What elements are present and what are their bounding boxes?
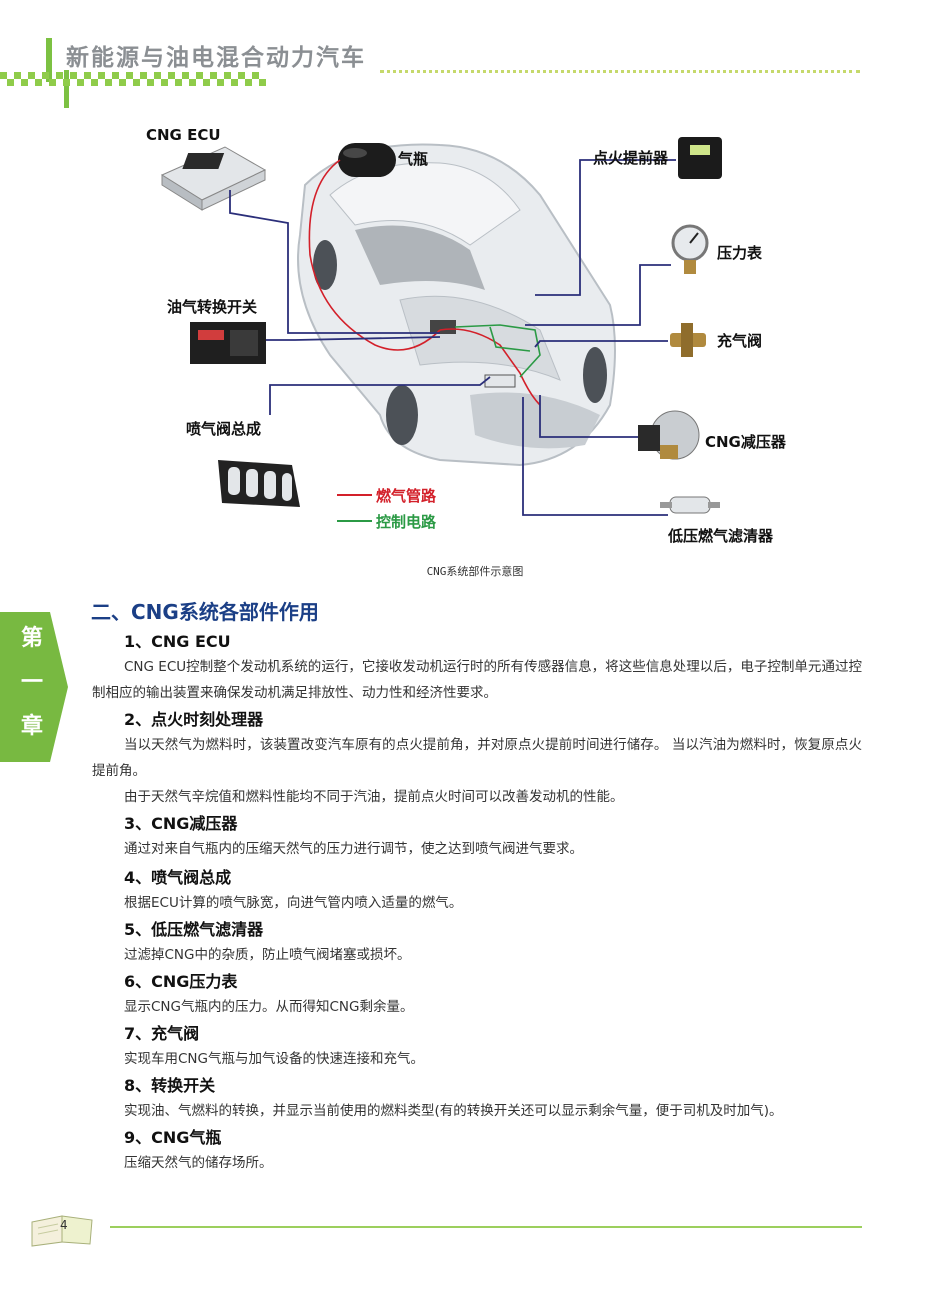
label-cng-reducer: CNG减压器 [705, 433, 786, 451]
cng-system-diagram: CNG ECU 气瓶 点火提前器 压力表 油气转换开关 充气阀 喷气阀总成 CN… [140, 115, 830, 560]
label-gas-filter: 低压燃气滤清器 [668, 527, 774, 545]
header-title: 新能源与油电混合动力汽车 [66, 45, 366, 71]
label-fill-valve: 充气阀 [717, 332, 763, 350]
header-checker-pattern [0, 72, 266, 86]
item-paragraph: 实现油、气燃料的转换，并显示当前使用的燃料类型(有的转换开关还可以显示剩余气量，… [124, 1103, 783, 1119]
item-9: 9、CNG气瓶 压缩天然气的储存场所。 [92, 1126, 862, 1176]
label-fuel-switch: 油气转换开关 [167, 298, 258, 316]
item-paragraph: 实现车用CNG气瓶与加气设备的快速连接和充气。 [124, 1051, 424, 1067]
legend-control-line: 控制电路 [376, 513, 437, 531]
footer-rule [110, 1226, 862, 1228]
fuel-switch-icon [190, 322, 266, 364]
fill-valve-icon [670, 323, 706, 357]
item-paragraph: 当以天然气为燃料时，该装置改变汽车原有的点火提前角，并对原点火提前时间进行储存。… [92, 737, 862, 779]
item-paragraph: 通过对来自气瓶内的压缩天然气的压力进行调节，使之达到喷气阀进气要求。 [124, 841, 583, 857]
item-title: 6、CNG压力表 [124, 972, 238, 991]
chapter-tab [0, 612, 70, 762]
item-2: 2、点火时刻处理器 当以天然气为燃料时，该装置改变汽车原有的点火提前角，并对原点… [92, 708, 862, 810]
item-4: 4、喷气阀总成 根据ECU计算的喷气脉宽，向进气管内喷入适量的燃气。 [92, 866, 862, 916]
item-paragraph: 压缩天然气的储存场所。 [124, 1155, 273, 1171]
item-paragraph: 由于天然气辛烷值和燃料性能均不同于汽油，提前点火时间可以改善发动机的性能。 [124, 789, 624, 805]
item-paragraph: 根据ECU计算的喷气脉宽，向进气管内喷入适量的燃气。 [124, 895, 463, 911]
pressure-gauge-icon [671, 224, 709, 274]
engine-module-icon [430, 320, 456, 334]
chapter-char-2: 一 [20, 670, 43, 695]
label-ignition-advancer: 点火提前器 [593, 149, 669, 167]
legend-gas-line: 燃气管路 [376, 487, 437, 505]
item-title: 1、CNG ECU [124, 632, 231, 651]
ignition-advancer-icon [678, 137, 722, 179]
item-1: 1、CNG ECU CNG ECU控制整个发动机系统的运行，它接收发动机运行时的… [92, 630, 862, 706]
car-illustration [297, 143, 616, 467]
item-title: 4、喷气阀总成 [124, 868, 232, 887]
pressure-reducer-icon [638, 410, 700, 460]
item-title: 5、低压燃气滤清器 [124, 920, 264, 939]
gas-line-path [308, 159, 541, 406]
item-8: 8、转换开关 实现油、气燃料的转换，并显示当前使用的燃料类型(有的转换开关还可以… [92, 1074, 862, 1124]
section-title: 二、CNG系统各部件作用 [91, 600, 319, 624]
chapter-tab-label: 第 一 章 [12, 620, 52, 740]
item-title: 3、CNG减压器 [124, 814, 238, 833]
gas-cylinder-icon [338, 143, 396, 177]
item-paragraph: 过滤掉CNG中的杂质，防止喷气阀堵塞或损坏。 [124, 947, 411, 963]
diagram-drawing [160, 137, 722, 522]
label-cng-ecu: CNG ECU [146, 126, 221, 144]
injector-rail-icon [218, 460, 300, 507]
label-gas-cylinder: 气瓶 [398, 150, 429, 168]
item-5: 5、低压燃气滤清器 过滤掉CNG中的杂质，防止喷气阀堵塞或损坏。 [92, 918, 862, 968]
control-line-path [454, 324, 541, 378]
item-paragraph: 显示CNG气瓶内的压力。从而得知CNG剩余量。 [124, 999, 414, 1015]
chapter-char-3: 章 [20, 714, 43, 739]
item-title: 7、充气阀 [124, 1024, 200, 1043]
item-3: 3、CNG减压器 通过对来自气瓶内的压缩天然气的压力进行调节，使之达到喷气阀进气… [92, 812, 862, 862]
item-title: 8、转换开关 [124, 1076, 216, 1095]
ecu-unit-icon [160, 146, 267, 211]
item-6: 6、CNG压力表 显示CNG气瓶内的压力。从而得知CNG剩余量。 [92, 970, 862, 1020]
header-accent-bar [46, 38, 52, 82]
item-title: 2、点火时刻处理器 [124, 710, 264, 729]
label-injector-rail: 喷气阀总成 [186, 420, 262, 438]
gas-filter-icon [660, 496, 720, 514]
connector-lines [229, 159, 676, 516]
figure-caption: CNG系统部件示意图 [426, 565, 524, 578]
chapter-char-1: 第 [20, 626, 43, 651]
header-accent-bar-lower [64, 70, 69, 108]
book-icon [31, 1215, 93, 1247]
item-title: 9、CNG气瓶 [124, 1128, 222, 1147]
page-number: 4 [60, 1218, 68, 1232]
header-dotted-rule [380, 70, 860, 73]
section-content: 1、CNG ECU CNG ECU控制整个发动机系统的运行，它接收发动机运行时的… [92, 630, 862, 1176]
item-paragraph: CNG ECU控制整个发动机系统的运行，它接收发动机运行时的所有传感器信息，将这… [92, 659, 862, 701]
label-pressure-gauge: 压力表 [717, 244, 763, 262]
item-7: 7、充气阀 实现车用CNG气瓶与加气设备的快速连接和充气。 [92, 1022, 862, 1072]
